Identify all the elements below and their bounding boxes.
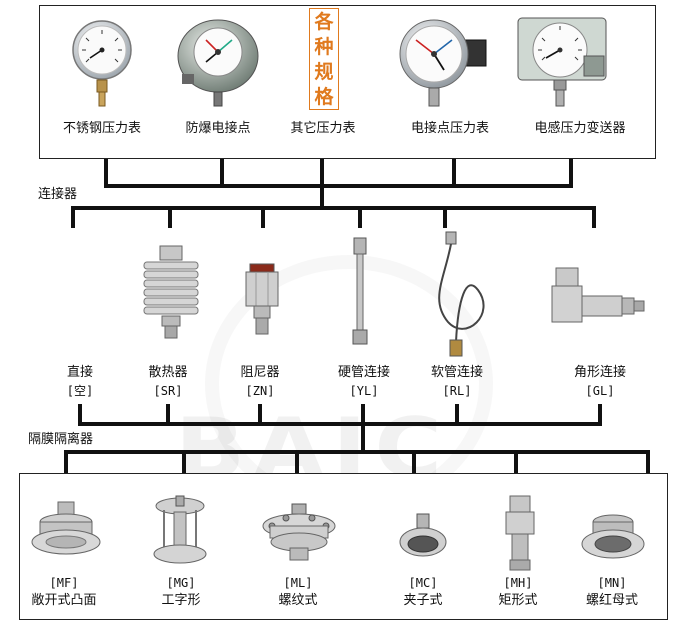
connector-code-direct: [空] — [66, 384, 94, 398]
diaphragm-code-ml: [ML] — [283, 576, 313, 590]
stainless-gauge-icon — [72, 20, 132, 107]
open-flange-icon — [31, 501, 101, 555]
diaphragm-box — [19, 473, 668, 620]
connector-section-title: 连接器 — [38, 187, 78, 202]
diaphragm-code-mg: [MG] — [166, 576, 196, 590]
radiator-icon — [143, 245, 199, 339]
diaphragm-label-mf: 敞开式凸面 — [31, 593, 97, 608]
explosion-proof-gauge-icon — [177, 19, 259, 107]
damper-icon — [245, 263, 279, 335]
various-specs-title: 各 种 规 格 — [309, 8, 339, 110]
gauge-label-explosion-proof: 防爆电接点 — [185, 121, 251, 136]
connector-label-angle: 角形连接 — [573, 365, 627, 380]
connector-label-damper: 阻尼器 — [240, 365, 280, 380]
connector-label-flexible-hose: 软管连接 — [430, 365, 484, 380]
connector-code-flexible-hose: [RL] — [442, 384, 472, 398]
gauge-label-inductive-transmitter: 电感压力变送器 — [534, 121, 626, 136]
diaphragm-code-mh: [MH] — [503, 576, 533, 590]
connector-code-radiator: [SR] — [153, 384, 183, 398]
i-shape-seal-icon — [153, 495, 207, 564]
clamp-seal-icon — [399, 513, 447, 557]
connector-label-rigid-pipe: 硬管连接 — [337, 365, 391, 380]
diaphragm-label-ml: 螺纹式 — [278, 593, 318, 608]
gauge-label-other: 其它压力表 — [290, 121, 356, 136]
nut-seal-icon — [581, 514, 645, 559]
rectangular-seal-icon — [505, 495, 535, 571]
diaphragm-label-mn: 螺红母式 — [585, 593, 639, 608]
connector-label-radiator: 散热器 — [148, 365, 188, 380]
connector-code-angle: [GL] — [585, 384, 615, 398]
rigid-pipe-icon — [352, 237, 368, 345]
angle-connector-icon — [551, 267, 645, 323]
flexible-hose-icon — [438, 231, 485, 357]
electric-contact-gauge-icon — [399, 19, 487, 107]
threaded-seal-icon — [262, 503, 336, 561]
diaphragm-section-title: 隔膜隔离器 — [28, 432, 94, 447]
connector-code-damper: [ZN] — [245, 384, 275, 398]
diaphragm-code-mc: [MC] — [408, 576, 438, 590]
connector-code-rigid-pipe: [YL] — [349, 384, 379, 398]
diaphragm-code-mf: [MF] — [49, 576, 79, 590]
diaphragm-label-mc: 夹子式 — [403, 593, 443, 608]
connector-label-direct: 直接 — [66, 365, 94, 380]
diaphragm-label-mh: 矩形式 — [498, 593, 538, 608]
diaphragm-code-mn: [MN] — [597, 576, 627, 590]
diaphragm-label-mg: 工字形 — [161, 593, 201, 608]
inductive-transmitter-icon — [517, 17, 607, 107]
gauge-label-stainless: 不锈钢压力表 — [62, 121, 142, 136]
gauge-label-electric-contact: 电接点压力表 — [410, 121, 490, 136]
